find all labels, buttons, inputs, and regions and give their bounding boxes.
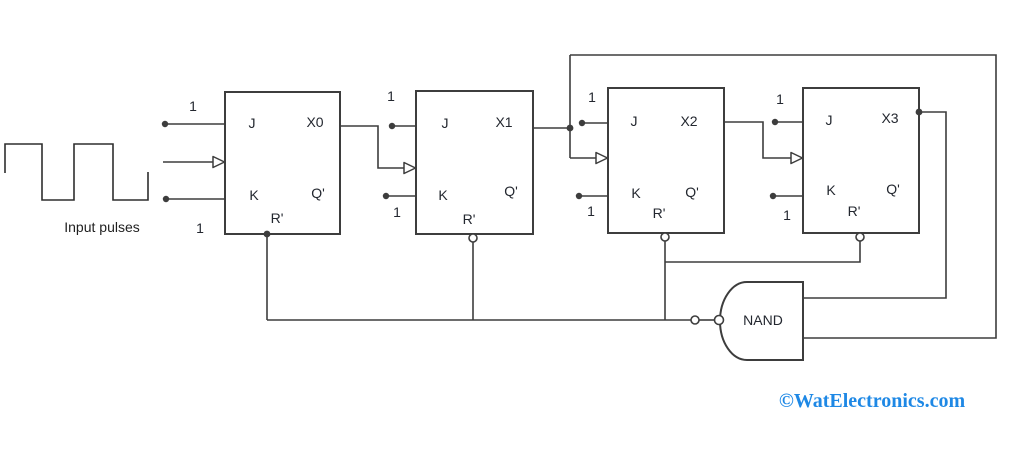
nand-feedback-top-wire (570, 54, 997, 339)
ff0-clock-wire (163, 155, 226, 169)
watermark-text: ©WatElectronics.com (778, 390, 966, 412)
ff3-j-pin-label: J (825, 112, 833, 128)
ff2-k-wire (575, 192, 608, 200)
ff0-k-pin-label: K (249, 187, 259, 203)
ff3-output-label: X3 (881, 110, 899, 126)
input-pulse-waveform (4, 143, 149, 201)
ff1-k-pin-label: K (438, 187, 448, 203)
ff3-qbar-label: Q' (886, 181, 900, 197)
ff1-output-label: X1 (495, 114, 513, 130)
ff2-clock-arrow-icon (595, 151, 609, 165)
ff3-j-constant: 1 (776, 91, 784, 107)
input-pulses-caption: Input pulses (64, 219, 140, 235)
x1-to-ff2-clock-wire (533, 55, 609, 165)
x0-to-ff1-clock-wire (340, 125, 417, 175)
ff0-reset-label: R' (270, 210, 284, 226)
ff3-reset-bubble-icon (855, 232, 865, 242)
ff3-clock-arrow-icon (790, 151, 804, 165)
ff2-box (607, 87, 725, 234)
ff3-j-wire (771, 118, 803, 126)
nand-gate-label: NAND (743, 312, 783, 328)
ff0-j-wire (161, 120, 225, 128)
nand-output-bubble-icon (713, 314, 725, 326)
ff1-k-wire (382, 192, 416, 200)
x3-junction-dot (915, 108, 923, 116)
ff1-j-wire (388, 122, 416, 130)
ff0-k-wire (162, 195, 225, 203)
x1-junction-dot (566, 124, 574, 132)
ff0-j-pin-label: J (248, 115, 256, 131)
ff1-j-constant: 1 (387, 88, 395, 104)
ff3-box (802, 87, 920, 234)
reset-terminal-circle-icon (690, 315, 700, 325)
ff0-j-constant: 1 (189, 98, 197, 114)
ff2-reset-label: R' (652, 205, 666, 221)
ff1-clock-arrow-icon (403, 161, 417, 175)
x2-to-ff3-clock-wire (724, 121, 804, 165)
ff1-j-pin-label: J (441, 115, 449, 131)
ff1-reset-label: R' (462, 211, 476, 227)
ff1-qbar-label: Q' (504, 183, 518, 199)
ff0-output-label: X0 (306, 114, 324, 130)
ff2-j-pin-label: J (630, 113, 638, 129)
ff0-clock-arrow-icon (212, 155, 226, 169)
ff2-output-label: X2 (680, 113, 698, 129)
ff0-box (224, 91, 341, 235)
nand-gate (713, 281, 804, 361)
ff2-k-constant: 1 (587, 203, 595, 219)
ff2-reset-bubble-icon (660, 232, 670, 242)
ff2-j-constant: 1 (588, 89, 596, 105)
ff0-qbar-label: Q' (311, 185, 325, 201)
ff3-reset-label: R' (847, 203, 861, 219)
reset-bus-wire (263, 230, 865, 325)
ff2-j-wire (578, 119, 608, 127)
ff2-k-pin-label: K (631, 185, 641, 201)
ff3-k-pin-label: K (826, 182, 836, 198)
ff2-qbar-label: Q' (685, 184, 699, 200)
x3-to-nand-wire (803, 108, 947, 299)
ff1-reset-bubble-icon (468, 233, 478, 243)
ff1-k-constant: 1 (393, 204, 401, 220)
ff3-k-wire (769, 192, 803, 200)
ff0-k-constant: 1 (196, 220, 204, 236)
ff3-k-constant: 1 (783, 207, 791, 223)
ff1-box (415, 90, 534, 235)
ff0-reset-junction-dot (263, 230, 271, 238)
